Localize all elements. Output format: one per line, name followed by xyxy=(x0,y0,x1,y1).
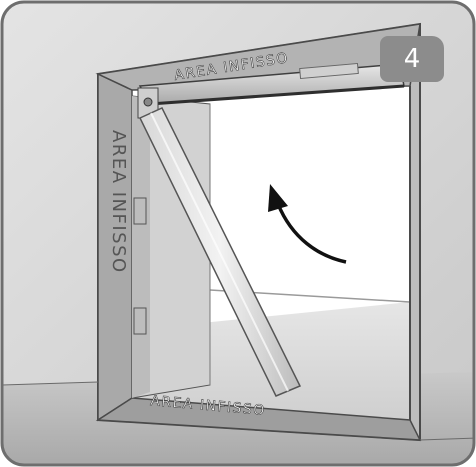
label-left: AREA INFISSO xyxy=(108,130,129,274)
step-number-badge: 4 xyxy=(380,36,444,82)
